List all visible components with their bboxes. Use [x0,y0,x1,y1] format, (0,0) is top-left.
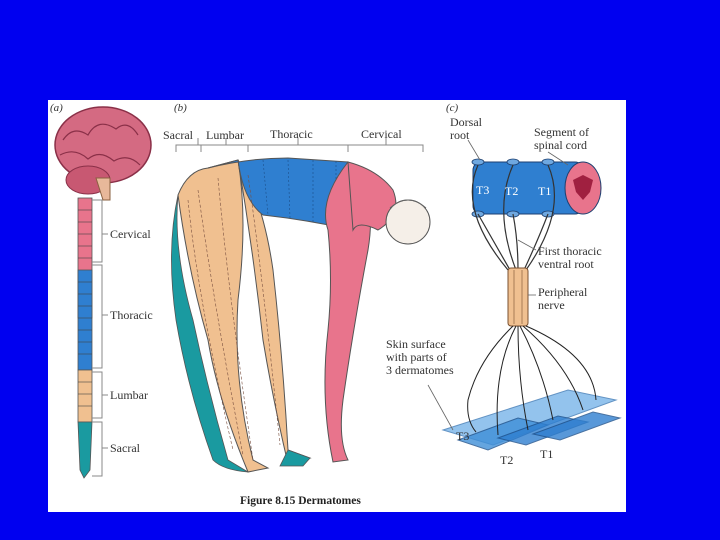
spine-sacral-segment [78,422,92,478]
spine-label-sacral: Sacral [110,442,140,455]
skin-label-t3: T3 [456,430,469,443]
dermatomes-figure: (a) (b) (c) Cervical Thoracic Lumbar Sac… [48,100,626,512]
skin-label-t1: T1 [540,448,553,461]
spine-brackets [92,200,108,476]
body-label-thoracic: Thoracic [270,128,313,141]
head [386,200,430,244]
figure-caption: Figure 8.15 Dermatomes [240,495,361,507]
spine-thoracic-segment [78,270,92,370]
brain-and-spinal-cord [55,107,151,478]
spine-label-cervical: Cervical [110,228,151,241]
skin-label-t2: T2 [500,454,513,467]
spinal-nerve-diagram [428,140,620,450]
spine-label-lumbar: Lumbar [110,389,148,402]
panel-c-label: (c) [446,102,458,115]
peripheral-nerve [508,268,528,326]
spine-label-thoracic: Thoracic [110,309,153,322]
bending-body-figure [171,138,430,472]
cord-label-t3: T3 [476,184,489,197]
spine-lumbar-segment [78,370,92,422]
body-label-cervical: Cervical [361,128,402,141]
cord-label-t1: T1 [538,185,551,198]
panel-a-label: (a) [50,102,63,115]
body-label-sacral: Sacral [163,129,193,142]
body-label-lumbar: Lumbar [206,129,244,142]
panel-b-label: (b) [174,102,187,115]
cord-label-t2: T2 [505,185,518,198]
